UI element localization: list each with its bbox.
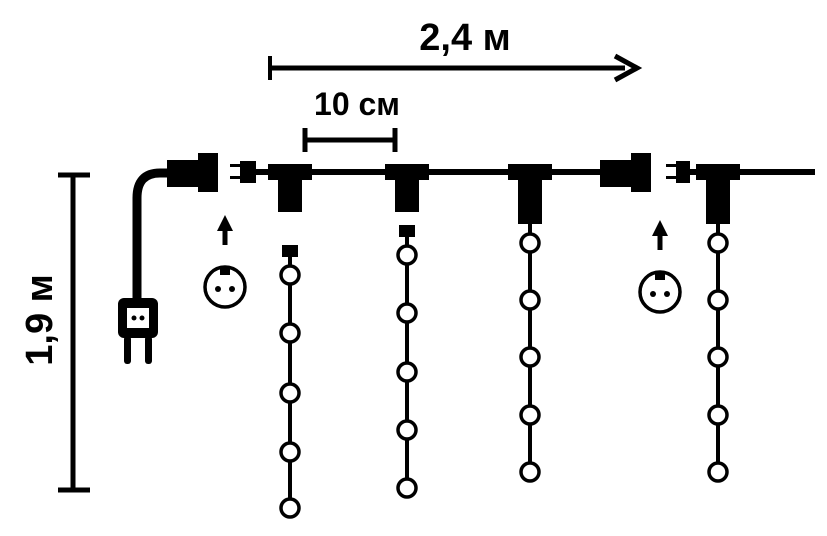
led-strand bbox=[508, 164, 552, 483]
led-bulb bbox=[707, 346, 729, 368]
t-joint-stem bbox=[395, 172, 419, 212]
arrow-up-icon bbox=[217, 215, 233, 231]
socket-hole bbox=[215, 286, 221, 292]
spacing-dimension: 10 см bbox=[302, 86, 400, 152]
led-bulb bbox=[519, 404, 541, 426]
led-bulb bbox=[707, 232, 729, 254]
arrow-shaft bbox=[222, 229, 228, 245]
arrow-up-icon bbox=[652, 220, 668, 236]
led-strand bbox=[268, 164, 312, 519]
width-label: 2,4 м bbox=[419, 17, 511, 59]
led-bulb bbox=[707, 404, 729, 426]
connector-female-2 bbox=[600, 153, 651, 192]
led-bulb bbox=[279, 382, 301, 404]
led-bulb bbox=[396, 244, 418, 266]
socket-hole bbox=[664, 291, 670, 297]
led-bulb bbox=[396, 477, 418, 499]
connector-male-2 bbox=[666, 161, 690, 183]
led-bulb bbox=[519, 232, 541, 254]
sockets bbox=[203, 215, 682, 314]
led-bulb bbox=[707, 461, 729, 483]
height-dimension: 1,9 м bbox=[19, 172, 90, 493]
led-bulb bbox=[396, 361, 418, 383]
led-bulb bbox=[707, 289, 729, 311]
power-plug bbox=[118, 168, 175, 364]
led-strand bbox=[696, 164, 740, 483]
strand-cap bbox=[399, 225, 415, 237]
led-bulb bbox=[519, 461, 541, 483]
led-bulb bbox=[396, 302, 418, 324]
spacing-label: 10 см bbox=[314, 86, 400, 122]
socket-ground bbox=[220, 267, 230, 275]
led-bulb bbox=[279, 497, 301, 519]
led-bulb bbox=[519, 289, 541, 311]
width-dimension: 2,4 м bbox=[268, 17, 643, 83]
led-bulb bbox=[279, 441, 301, 463]
connector-female-1 bbox=[167, 153, 218, 192]
socket bbox=[203, 215, 247, 309]
led-bulb bbox=[279, 264, 301, 286]
socket-ground bbox=[655, 272, 665, 280]
socket-hole bbox=[650, 291, 656, 297]
connector-male-1 bbox=[230, 161, 256, 183]
strand-cap bbox=[282, 245, 298, 257]
led-bulb bbox=[279, 322, 301, 344]
height-label: 1,9 м bbox=[19, 274, 61, 366]
socket bbox=[638, 220, 682, 314]
led-strand bbox=[385, 164, 429, 499]
arrow-shaft bbox=[657, 234, 663, 250]
socket-hole bbox=[229, 286, 235, 292]
led-strands bbox=[268, 164, 740, 519]
led-bulb bbox=[519, 346, 541, 368]
led-bulb bbox=[396, 419, 418, 441]
t-joint-stem bbox=[278, 172, 302, 212]
